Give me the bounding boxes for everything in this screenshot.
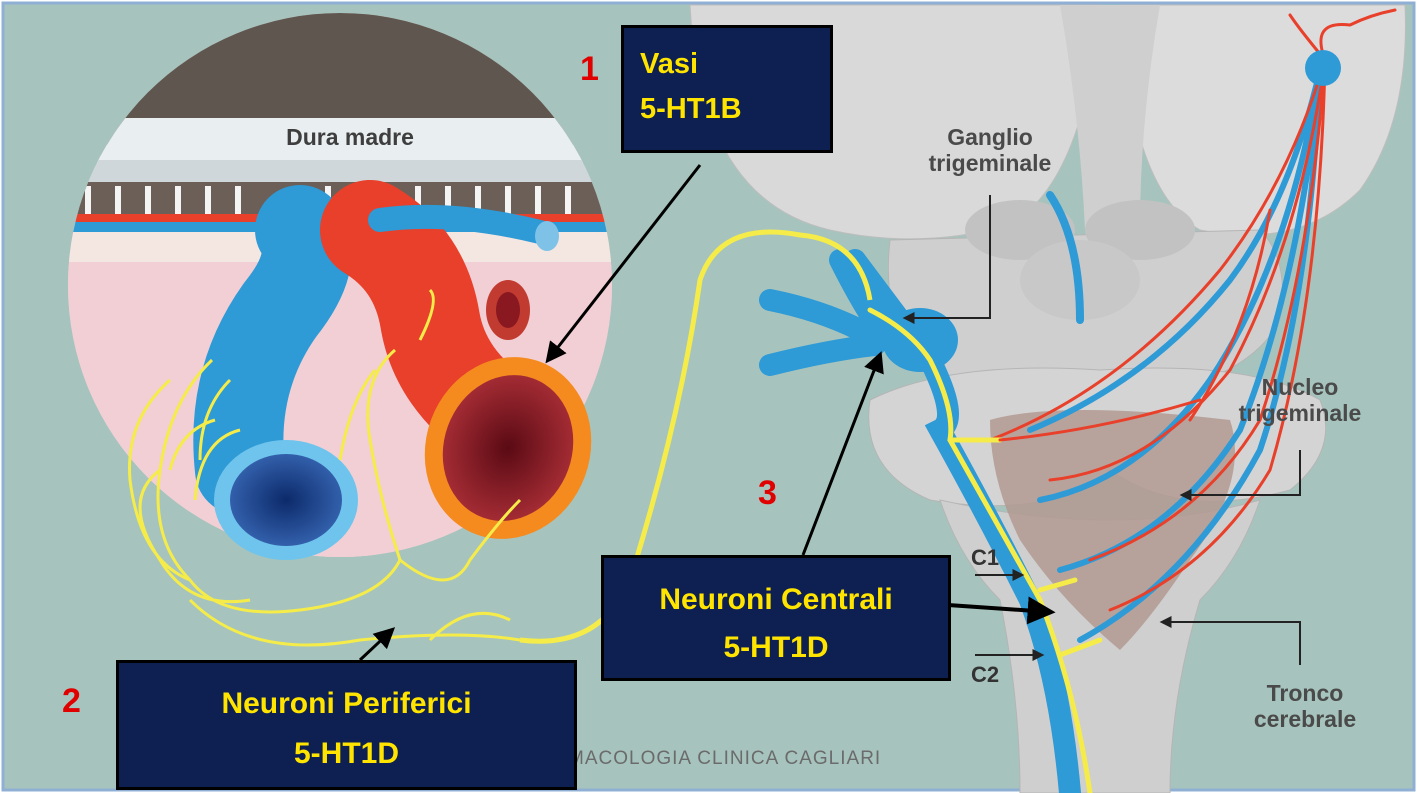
callout-box-neuroni-centrali: Neuroni Centrali 5-HT1D [601, 555, 951, 681]
callout-vasi-line1: Vasi [640, 42, 830, 87]
callout-vasi-line2: 5-HT1B [640, 87, 830, 132]
callout-centrali-line1: Neuroni Centrali [604, 576, 948, 624]
label-tronco-line1: Tronco [1220, 680, 1390, 706]
label-dura-madre: Dura madre [250, 124, 450, 150]
label-nucleo-line2: trigeminale [1205, 400, 1395, 426]
callout-box-neuroni-periferici: Neuroni Periferici 5-HT1D [116, 660, 577, 790]
label-ganglio-line2: trigeminale [905, 150, 1075, 176]
label-ganglio-trigeminale: Ganglio trigeminale [905, 124, 1075, 177]
callout-number-3: 3 [758, 474, 777, 513]
label-c1: C1 [960, 545, 1010, 570]
label-tronco-cerebrale: Tronco cerebrale [1220, 680, 1390, 733]
label-ganglio-line1: Ganglio [905, 124, 1075, 150]
label-c2: C2 [960, 662, 1010, 687]
callout-centrali-line2: 5-HT1D [604, 624, 948, 672]
label-nucleo-trigeminale: Nucleo trigeminale [1205, 374, 1395, 427]
callout-number-1: 1 [580, 50, 599, 89]
callout-periferici-line2: 5-HT1D [119, 729, 574, 779]
callout-number-2: 2 [62, 682, 81, 721]
label-nucleo-line1: Nucleo [1205, 374, 1395, 400]
callout-periferici-line1: Neuroni Periferici [119, 679, 574, 729]
label-tronco-line2: cerebrale [1220, 706, 1390, 732]
callout-box-vasi: Vasi 5-HT1B [621, 25, 833, 153]
watermark: MACOLOGIA CLINICA CAGLIARI [568, 748, 881, 770]
